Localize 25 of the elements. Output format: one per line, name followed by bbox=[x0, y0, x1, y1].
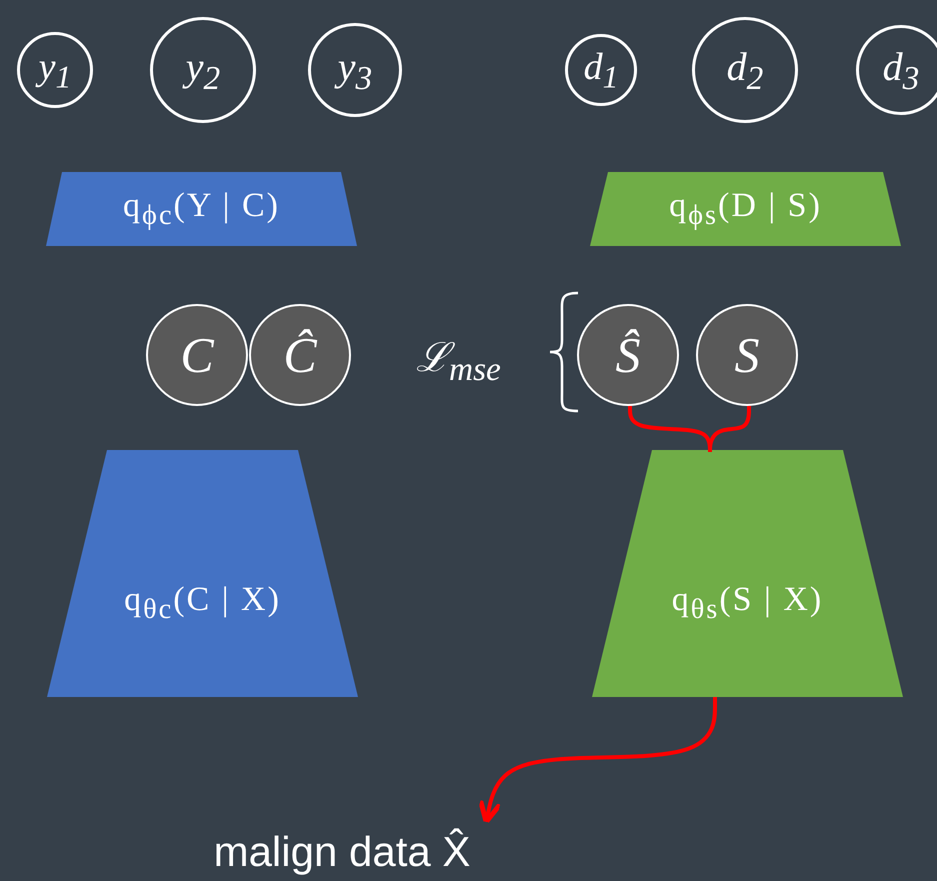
variable-circle bbox=[150, 17, 256, 123]
math-label: C bbox=[180, 326, 214, 384]
math-label: S bbox=[734, 326, 760, 384]
variable-circle bbox=[17, 32, 93, 108]
math-label: d$_{1}$ bbox=[584, 44, 618, 96]
output-label: malign data X̂ bbox=[214, 828, 470, 876]
math-label: q$_{ϕs}$(D | S) bbox=[669, 186, 822, 232]
variable-circle bbox=[856, 25, 937, 115]
network-block bbox=[590, 172, 901, 246]
math-label: q$_{θc}$(C | X) bbox=[124, 581, 281, 626]
network-block bbox=[592, 450, 903, 697]
math-label: d$_{3}$ bbox=[882, 42, 920, 98]
math-label: Ŝ bbox=[616, 326, 640, 384]
brace-connector bbox=[708, 406, 751, 452]
math-label: q$_{θs}$(S | X) bbox=[672, 581, 824, 626]
math-label: Ĉ bbox=[283, 326, 317, 384]
network-block bbox=[46, 172, 357, 246]
variable-circle bbox=[692, 17, 798, 123]
math-label: q$_{ϕc}$(Y | C) bbox=[123, 186, 280, 232]
variable-circle bbox=[308, 23, 402, 117]
network-block bbox=[47, 450, 358, 697]
arrow bbox=[478, 697, 717, 824]
variable-circle bbox=[565, 34, 637, 106]
loss-label: ℒ$_{mse}$ bbox=[416, 334, 501, 389]
math-label: d$_{2}$ bbox=[726, 42, 764, 98]
